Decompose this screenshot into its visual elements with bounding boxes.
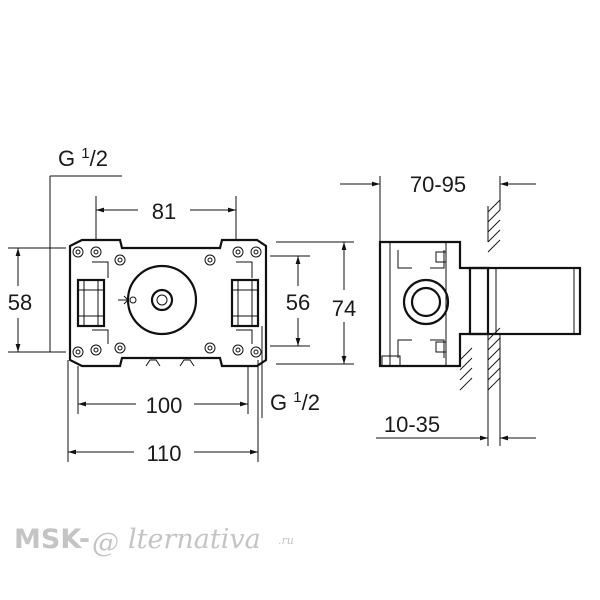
thread-label-top: G 1/2 — [58, 145, 108, 171]
bottom-feet — [145, 359, 195, 367]
right-inlet — [230, 278, 260, 328]
wall-hatch — [459, 199, 501, 391]
watermark-logo: MSK- @ lternativa .ru — [14, 524, 294, 559]
side-view: 70-95 10-35 — [340, 172, 582, 446]
front-view: 81 G 1/2 58 56 74 100 110 — [8, 145, 356, 466]
dim-58: 58 — [8, 290, 32, 315]
dim-100: 100 — [146, 393, 183, 418]
left-inlet — [76, 278, 106, 328]
valve-body-side — [378, 240, 490, 368]
svg-text:@: @ — [92, 528, 119, 559]
dim-74: 74 — [332, 296, 356, 321]
dim-70-95: 70-95 — [410, 172, 466, 197]
thread-label-bottom: G 1/2 — [270, 389, 320, 415]
screw-holes — [72, 246, 262, 358]
dim-110: 110 — [146, 441, 181, 466]
svg-text:MSK-: MSK- — [14, 524, 90, 555]
mounting-plate — [68, 238, 268, 368]
dim-81: 81 — [152, 199, 176, 224]
center-valve — [118, 264, 198, 336]
svg-text:.ru: .ru — [278, 534, 294, 547]
svg-text:lternativa: lternativa — [128, 524, 261, 555]
dim-56: 56 — [286, 290, 310, 315]
dim-10-35: 10-35 — [384, 412, 440, 437]
extension-sleeve — [468, 266, 582, 336]
